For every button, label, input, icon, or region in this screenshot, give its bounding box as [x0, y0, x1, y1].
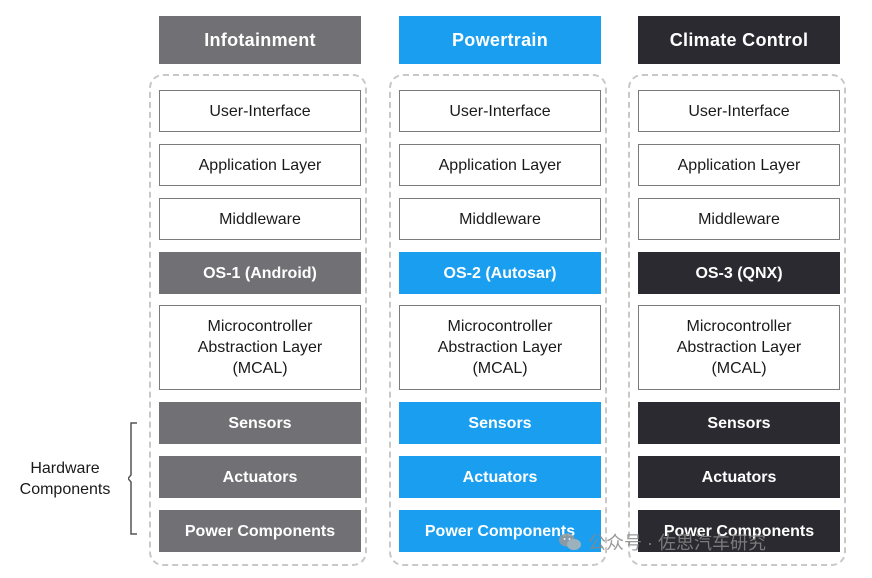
sensors-block: Sensors [638, 402, 840, 444]
application-layer: Application Layer [638, 144, 840, 186]
power-components-block: Power Components [399, 510, 601, 552]
mcal-layer: Microcontroller Abstraction Layer (MCAL) [159, 305, 361, 390]
ui-layer: User-Interface [159, 90, 361, 132]
watermark-text: 公众号 · 佐思汽车研究 [588, 533, 766, 553]
power-components-block: Power Components [159, 510, 361, 552]
actuators-block: Actuators [638, 456, 840, 498]
ui-layer: User-Interface [399, 90, 601, 132]
watermark: 公众号 · 佐思汽车研究 [558, 529, 766, 555]
application-layer: Application Layer [159, 144, 361, 186]
application-layer: Application Layer [399, 144, 601, 186]
hardware-components-label: Hardware Components [19, 460, 111, 498]
middleware-layer: Middleware [638, 198, 840, 240]
actuators-block: Actuators [159, 456, 361, 498]
sensors-block: Sensors [399, 402, 601, 444]
os-layer: OS-3 (QNX) [638, 252, 840, 294]
mcal-layer: Microcontroller Abstraction Layer (MCAL) [399, 305, 601, 390]
actuators-block: Actuators [399, 456, 601, 498]
middleware-layer: Middleware [399, 198, 601, 240]
os-layer: OS-1 (Android) [159, 252, 361, 294]
column-frame [149, 74, 367, 566]
column-frame [628, 74, 846, 566]
sensors-block: Sensors [159, 402, 361, 444]
wechat-icon [559, 533, 581, 550]
os-layer: OS-2 (Autosar) [399, 252, 601, 294]
ui-layer: User-Interface [638, 90, 840, 132]
column-frame [389, 74, 607, 566]
hardware-brace [128, 422, 137, 535]
power-components-block: Power Components [638, 510, 840, 552]
mcal-layer: Microcontroller Abstraction Layer (MCAL) [638, 305, 840, 390]
middleware-layer: Middleware [159, 198, 361, 240]
column-header: Powertrain [399, 16, 601, 64]
column-header: Climate Control [638, 16, 840, 64]
column-header: Infotainment [159, 16, 361, 64]
